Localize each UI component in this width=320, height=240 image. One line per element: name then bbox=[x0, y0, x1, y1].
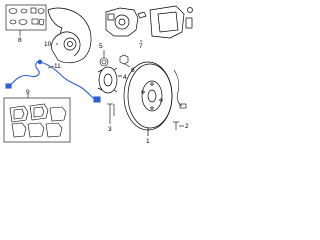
brake-assembly-diagram: 8 10 5 6 7 4 11 9 2 3 1 bbox=[3, 4, 193, 145]
seal-part bbox=[37, 8, 45, 14]
brake-rotor bbox=[123, 61, 173, 136]
callout-1: 1 bbox=[146, 138, 150, 145]
seal-part bbox=[8, 8, 18, 14]
callout-4: 4 bbox=[123, 74, 127, 81]
callout-7: 7 bbox=[139, 43, 143, 50]
wheel-speed-sensor bbox=[5, 59, 101, 103]
seal-part bbox=[20, 8, 28, 14]
bolts bbox=[107, 103, 115, 124]
seal-part bbox=[31, 18, 39, 25]
wheel-hub bbox=[97, 66, 122, 94]
brake-hose-bolt bbox=[173, 69, 187, 130]
hub-nut bbox=[119, 54, 131, 68]
callout-leader bbox=[47, 65, 55, 69]
seal-part bbox=[18, 19, 28, 25]
callout-9: 9 bbox=[26, 89, 30, 96]
callout-8: 8 bbox=[18, 37, 22, 44]
seal-kit-group bbox=[5, 4, 47, 36]
callout-2: 2 bbox=[185, 123, 189, 130]
callout-6: 6 bbox=[131, 67, 135, 74]
splash-shield bbox=[47, 7, 92, 64]
seal-part bbox=[9, 19, 17, 25]
callout-11: 11 bbox=[54, 63, 61, 70]
caliper-assembly bbox=[105, 5, 193, 42]
callout-5: 5 bbox=[99, 43, 103, 50]
hub-cap bbox=[99, 50, 109, 67]
callout-10: 10 bbox=[44, 41, 52, 48]
seal-part bbox=[30, 7, 37, 14]
callout-3: 3 bbox=[108, 126, 112, 133]
seal-part bbox=[38, 18, 45, 26]
pad-kit-box bbox=[3, 97, 71, 143]
brake-pad-kit bbox=[3, 94, 71, 143]
callout-leader bbox=[124, 63, 131, 68]
seal-kit-box bbox=[5, 4, 47, 31]
